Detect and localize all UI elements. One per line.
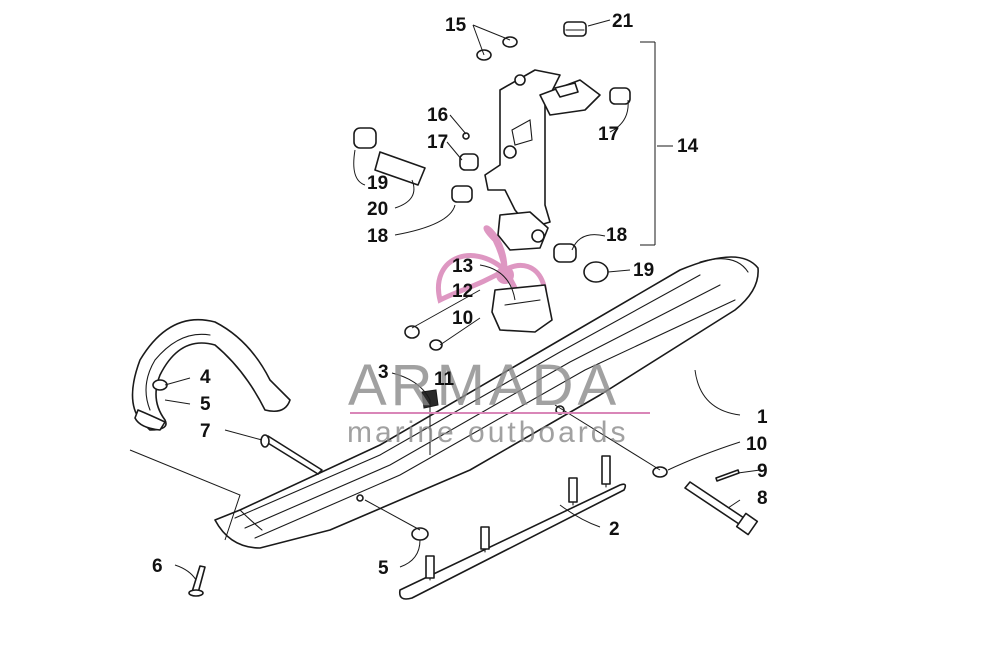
callout-5-bottom: 5 <box>378 558 389 579</box>
callout-4: 4 <box>200 367 211 388</box>
callout-7: 7 <box>200 421 211 442</box>
spindle-bracket-part <box>484 69 601 251</box>
callout-20: 20 <box>367 199 388 220</box>
callout-15: 15 <box>445 15 467 36</box>
damper-block-part <box>491 284 553 333</box>
ski-part <box>214 256 759 549</box>
callout-10-bottom: 10 <box>746 434 767 455</box>
callout-17-left: 17 <box>427 132 448 153</box>
callout-6: 6 <box>152 556 163 577</box>
leader-lines <box>129 19 761 581</box>
callout-12: 12 <box>452 281 473 302</box>
callout-1: 1 <box>757 407 768 428</box>
watermark-subtitle: marine outboards <box>347 416 628 449</box>
callout-18-left: 18 <box>367 226 388 247</box>
callout-5-left: 5 <box>200 394 211 415</box>
callout-11: 11 <box>434 369 455 390</box>
callout-17-right: 17 <box>598 124 619 145</box>
callout-13: 13 <box>452 256 473 277</box>
callout-9: 9 <box>757 461 768 482</box>
callout-18-right: 18 <box>606 225 627 246</box>
wear-bar-part <box>398 455 627 600</box>
callout-21: 21 <box>612 11 634 32</box>
callout-19-left: 19 <box>367 173 388 194</box>
callout-19-right: 19 <box>633 260 654 281</box>
bolt-part <box>188 434 759 597</box>
callout-10-top: 10 <box>452 308 473 329</box>
watermark-title: ARMADA <box>348 353 620 418</box>
callout-8: 8 <box>757 488 768 509</box>
watermark-logo-icon <box>436 225 548 324</box>
handle-part <box>131 318 291 431</box>
callout-16: 16 <box>427 105 448 126</box>
callout-3: 3 <box>378 362 389 383</box>
callout-14: 14 <box>677 136 699 157</box>
callout-2: 2 <box>609 519 620 540</box>
nut-part <box>152 325 668 541</box>
cap-part <box>563 21 587 37</box>
bushing-part <box>353 87 631 283</box>
